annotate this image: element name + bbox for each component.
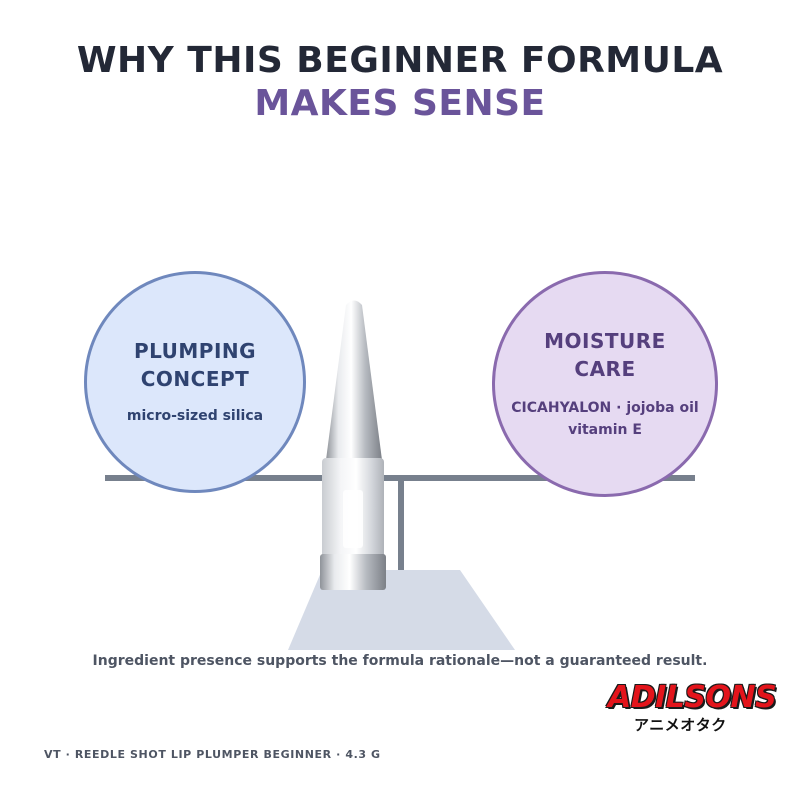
moisture-detail-line-1: CICAHYALON · jojoba oil [511, 400, 699, 416]
plumping-concept-circle: PLUMPING CONCEPT micro-sized silica [84, 271, 306, 493]
headline-line-2: MAKES SENSE [254, 83, 546, 124]
plumping-detail: micro-sized silica [126, 408, 264, 424]
product-tube [320, 300, 386, 590]
headline-line-1: WHY THIS BEGINNER FORMULA [76, 40, 724, 81]
product-footer: VT · REEDLE SHOT LIP PLUMPER BEGINNER · … [44, 748, 381, 761]
logo-subtext: アニメオタク [634, 716, 727, 734]
brand-logo: ADILSONS アニメオタク [608, 680, 777, 734]
moisture-care-circle: MOISTURE CARE CICAHYALON · jojoba oil vi… [492, 271, 718, 497]
moisture-heading-line-1: MOISTURE [544, 329, 666, 353]
moisture-detail-line-2: vitamin E [568, 422, 642, 438]
plumping-heading-line-1: PLUMPING [133, 339, 257, 363]
logo-wordmark: ADILSONS [608, 680, 777, 715]
plumping-heading-line-2: CONCEPT [140, 367, 250, 391]
moisture-heading-line-2: CARE [574, 357, 636, 381]
scale-post [398, 478, 404, 570]
disclaimer-text: Ingredient presence supports the formula… [92, 653, 708, 669]
